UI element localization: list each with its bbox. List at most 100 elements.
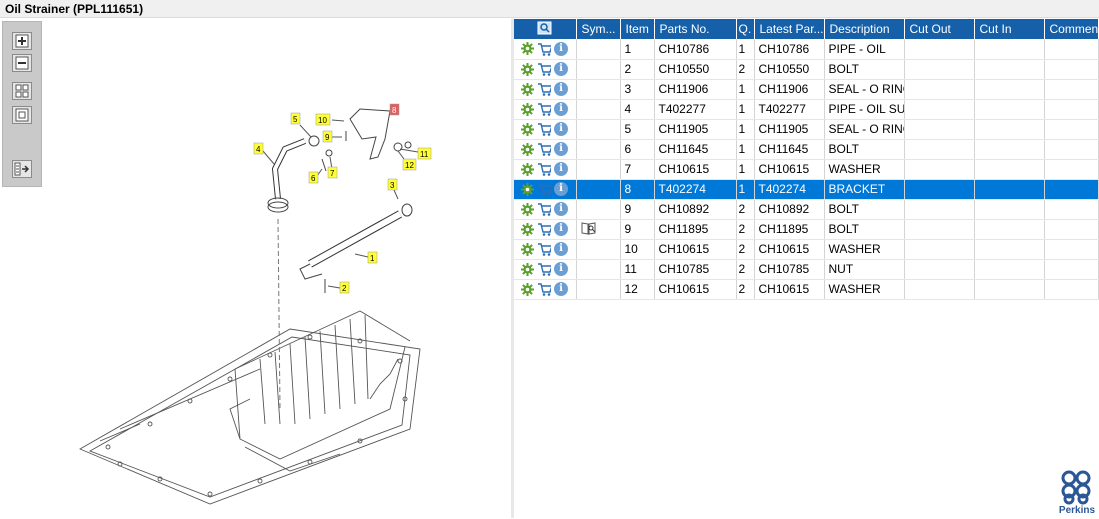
cell-cut-in [974, 79, 1045, 100]
cell-symbol [576, 199, 621, 220]
search-icon[interactable] [537, 21, 553, 35]
column-header-item[interactable]: Item [620, 19, 655, 39]
cart-icon[interactable] [537, 82, 551, 96]
zoom-in-button[interactable] [12, 32, 32, 50]
cell-comment [1044, 279, 1099, 300]
export-button[interactable] [12, 160, 32, 178]
gear-icon[interactable] [520, 222, 534, 236]
svg-text:8: 8 [392, 106, 397, 115]
fit-all-button[interactable] [12, 82, 32, 100]
cart-icon[interactable] [537, 262, 551, 276]
gear-icon[interactable] [520, 62, 534, 76]
cell-item: 3 [620, 79, 655, 100]
info-icon[interactable]: i [554, 242, 568, 256]
fit-all-icon [15, 84, 29, 98]
cell-cut-out [904, 59, 975, 80]
cell-latest-part: CH10892 [754, 199, 825, 220]
cart-icon[interactable] [537, 202, 551, 216]
cell-parts-no: CH11645 [654, 139, 737, 160]
cart-icon[interactable] [537, 182, 551, 196]
info-icon[interactable]: i [554, 122, 568, 136]
cart-icon[interactable] [537, 222, 551, 236]
gear-icon[interactable] [520, 182, 534, 196]
gear-icon[interactable] [520, 282, 534, 296]
column-header-actions[interactable] [514, 19, 577, 39]
callout-1: 1 [354, 251, 378, 264]
book-icon[interactable] [581, 221, 597, 235]
cart-icon[interactable] [537, 242, 551, 256]
cart-icon[interactable] [537, 62, 551, 76]
cart-icon[interactable] [537, 102, 551, 116]
column-header-latest-part[interactable]: Latest Par... [754, 19, 825, 39]
cell-qty: 1 [736, 39, 755, 60]
gear-icon[interactable] [520, 262, 534, 276]
column-header-comment[interactable]: Comment [1044, 19, 1099, 39]
illustration-pane[interactable]: 1 2 3 4 5 6 7 8 9 10 11 12 [0, 19, 511, 518]
info-icon[interactable]: i [554, 262, 568, 276]
cell-item: 4 [620, 99, 655, 120]
cart-icon[interactable] [537, 142, 551, 156]
column-header-cut-in[interactable]: Cut In [974, 19, 1045, 39]
gear-icon[interactable] [520, 202, 534, 216]
info-icon[interactable]: i [554, 102, 568, 116]
gear-icon[interactable] [520, 122, 534, 136]
cell-parts-no: CH10615 [654, 279, 737, 300]
info-icon[interactable]: i [554, 82, 568, 96]
cell-qty: 1 [736, 119, 755, 140]
cell-cut-out [904, 259, 975, 280]
info-icon[interactable]: i [554, 162, 568, 176]
cell-actions: i [514, 119, 577, 140]
cart-icon[interactable] [537, 162, 551, 176]
cell-comment [1044, 239, 1099, 260]
column-header-parts-no[interactable]: Parts No. [654, 19, 737, 39]
cell-qty: 1 [736, 159, 755, 180]
gear-icon[interactable] [520, 162, 534, 176]
fit-window-button[interactable] [12, 106, 32, 124]
info-icon[interactable]: i [554, 41, 568, 56]
cell-cut-in [974, 199, 1045, 220]
info-icon[interactable]: i [554, 222, 568, 236]
pane-splitter[interactable] [511, 19, 514, 518]
cart-icon[interactable] [537, 122, 551, 136]
gear-icon[interactable] [520, 82, 534, 96]
column-header-qty[interactable]: Q. [736, 19, 755, 39]
gear-icon[interactable] [520, 242, 534, 256]
cell-parts-no: T402274 [654, 179, 737, 200]
info-icon[interactable]: i [554, 202, 568, 216]
column-header-symbol[interactable]: Sym... [576, 19, 621, 39]
info-icon[interactable]: i [554, 142, 568, 156]
cell-parts-no: CH10785 [654, 259, 737, 280]
cell-parts-no: CH11905 [654, 119, 737, 140]
cell-item: 9 [620, 199, 655, 220]
column-header-cut-out[interactable]: Cut Out [904, 19, 975, 39]
cell-actions: i [514, 159, 577, 180]
cart-icon[interactable] [537, 42, 551, 56]
cell-parts-no: CH10615 [654, 159, 737, 180]
gear-icon[interactable] [520, 102, 534, 116]
cart-icon[interactable] [537, 282, 551, 296]
cell-comment [1044, 59, 1099, 80]
gear-icon[interactable] [520, 142, 534, 156]
info-icon[interactable]: i [554, 282, 568, 296]
cell-symbol [576, 239, 621, 260]
zoom-out-button[interactable] [12, 54, 32, 72]
column-header-description[interactable]: Description [824, 19, 905, 39]
info-icon[interactable]: i [554, 182, 568, 196]
gear-icon[interactable] [520, 42, 534, 56]
parts-list-pane: Sym... Item Parts No. Q. Latest Par... D… [514, 19, 1099, 518]
info-icon[interactable]: i [554, 62, 568, 76]
cell-actions: i [514, 239, 577, 260]
